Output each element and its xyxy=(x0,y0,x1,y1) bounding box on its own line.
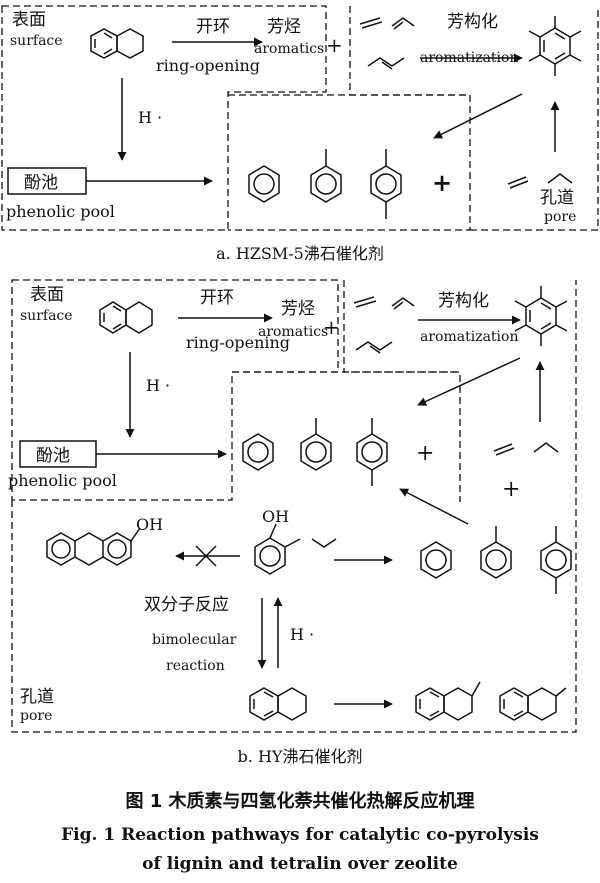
pore-olefins-a xyxy=(507,173,573,189)
aromatics-label-zh: 芳烃 xyxy=(267,17,301,37)
aromatics-region-b xyxy=(232,371,461,502)
xylene-pore xyxy=(540,526,572,594)
surface-label-en: surface xyxy=(10,33,63,49)
pore-label-zh-b: 孔道 xyxy=(20,687,54,707)
h-radical-label-b: H · xyxy=(146,376,170,395)
plus-sign-b-2: + xyxy=(502,477,520,502)
oh-label-xanthene: OH xyxy=(136,515,163,534)
hmb-to-aromatics-arrow-b xyxy=(417,357,521,406)
hmb-to-aromatics-arrow-a xyxy=(433,93,523,139)
phenolic-pool-label-en: phenolic pool xyxy=(6,202,115,221)
aromatics-label-en: aromatics xyxy=(254,41,324,57)
plus-sign-top: + xyxy=(326,33,343,57)
benzene-a xyxy=(248,165,280,203)
h-radical-label-a: H · xyxy=(138,108,162,127)
panel-a: 表面 surface 开环 ring-opening 芳烃 aromatics … xyxy=(1,5,599,263)
light-olefins xyxy=(359,17,415,70)
aromatization-label-en-b: aromatization xyxy=(420,329,518,345)
ring-opening-label-en: ring-opening xyxy=(156,56,260,75)
panel-b-caption: b. HY沸石催化剂 xyxy=(238,747,363,766)
plus-sign-a: + xyxy=(432,168,452,197)
ring-opening-label-en-b: ring-opening xyxy=(186,333,290,352)
guaiacol-molecule xyxy=(254,523,337,575)
surface-label-zh-b: 表面 xyxy=(30,285,64,305)
aromatization-label-en: aromatization xyxy=(420,50,518,66)
pore-region-a xyxy=(470,6,599,231)
panel-a-caption: a. HZSM-5沸石催化剂 xyxy=(216,244,384,263)
hexamethylbenzene-b xyxy=(514,286,568,346)
toluene-b xyxy=(300,418,332,471)
xanthene-phenol-molecule xyxy=(46,527,141,566)
tetralin-molecule xyxy=(90,28,144,59)
bimolecular-label-en-2: reaction xyxy=(166,658,225,674)
aromatics-region-a xyxy=(228,94,471,231)
ring-opening-label-zh: 开环 xyxy=(196,17,230,37)
pore-region-b xyxy=(11,280,577,733)
surface-label-zh: 表面 xyxy=(12,10,46,30)
pore-label-zh-a: 孔道 xyxy=(540,188,574,208)
phenolic-pool-label-zh-b: 酚池 xyxy=(36,446,70,466)
aromatics-label-zh-b: 芳烃 xyxy=(281,299,315,319)
ring-opening-label-zh-b: 开环 xyxy=(200,288,234,308)
methyl-tetralin-2 xyxy=(499,687,567,721)
pore-label-en-a: pore xyxy=(544,209,576,225)
pore-aromatics-to-aromatics-arrow xyxy=(399,488,469,525)
bimolecular-label-en-1: bimolecular xyxy=(152,632,237,648)
toluene-pore xyxy=(480,526,512,579)
pore-olefins-b xyxy=(493,442,559,456)
benzene-b xyxy=(242,433,274,471)
toluene-a xyxy=(310,149,342,203)
panel-b: 表面 surface 开环 ring-opening 芳烃 aromatics … xyxy=(8,279,577,766)
aromatics-label-en-b: aromatics xyxy=(258,324,328,340)
tetralin-pore xyxy=(249,687,307,721)
oh-label-guaiacol: OH xyxy=(262,507,289,526)
methyl-tetralin-1 xyxy=(415,681,481,721)
hexamethylbenzene xyxy=(528,16,582,76)
surface-label-en-b: surface xyxy=(20,308,73,324)
plus-sign-top-b: + xyxy=(323,315,340,339)
aromatization-label-zh-b: 芳构化 xyxy=(438,291,489,311)
blocked-cross-2 xyxy=(195,545,217,567)
pore-label-en-b: pore xyxy=(20,708,52,724)
figure-caption-en-line2: of lignin and tetralin over zeolite xyxy=(142,854,458,874)
xylene-b xyxy=(356,418,388,486)
figure-caption-en-line1: Fig. 1 Reaction pathways for catalytic c… xyxy=(61,825,539,845)
figure-caption-zh: 图 1 木质素与四氢化萘共催化热解反应机理 xyxy=(125,790,474,812)
aromatization-label-zh: 芳构化 xyxy=(447,12,498,32)
surface-region-a xyxy=(1,5,327,231)
phenolic-pool-label-zh: 酚池 xyxy=(24,173,58,193)
phenolic-pool-label-en-b: phenolic pool xyxy=(8,471,117,490)
benzene-pore xyxy=(420,541,452,579)
light-olefins-b xyxy=(353,296,415,354)
tetralin-molecule-b xyxy=(99,301,153,334)
plus-sign-b: + xyxy=(416,441,434,466)
xylene-a xyxy=(370,149,402,219)
h-radical-label-b-2: H · xyxy=(290,625,314,644)
bimolecular-label-zh: 双分子反应 xyxy=(144,595,229,615)
